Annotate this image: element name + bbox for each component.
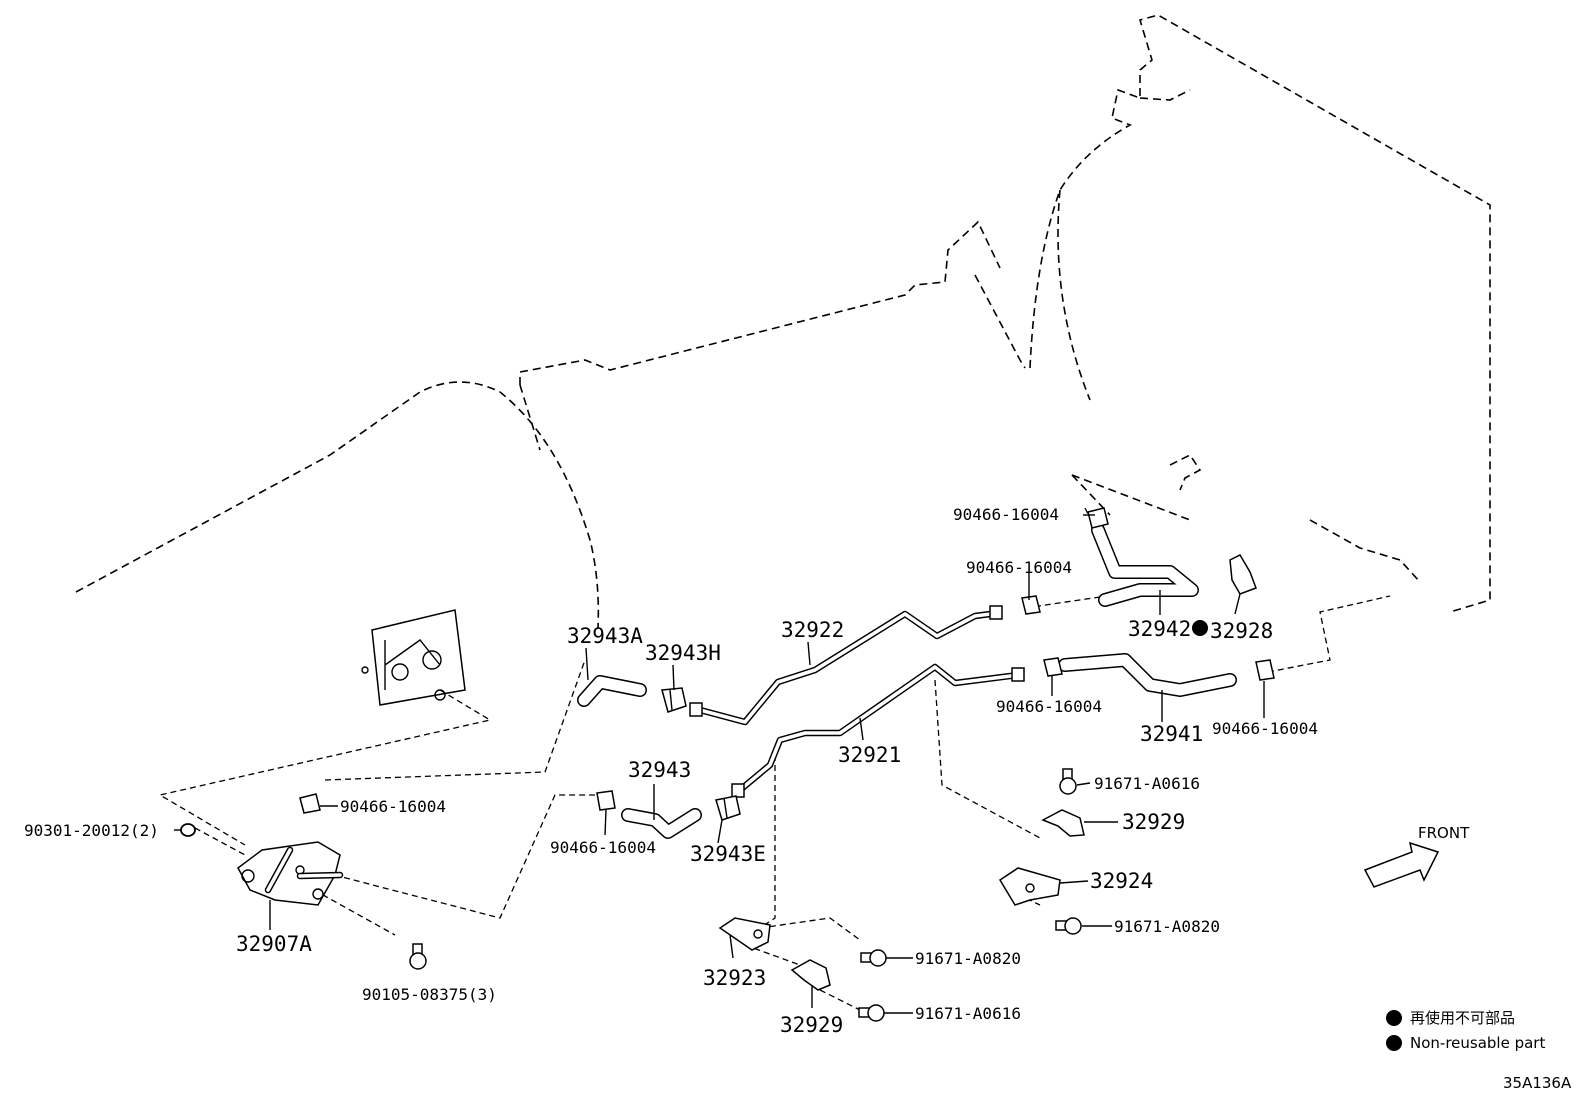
bracket-32923: [718, 917, 771, 951]
shield-plate: [361, 609, 466, 706]
leader-lines: [158, 507, 1391, 1011]
pipe-32922: [689, 605, 1003, 726]
label-bolt-a0820-lower: 91671-A0820: [915, 949, 1021, 968]
label-bolt-a0616-lower: 91671-A0616: [915, 1004, 1021, 1023]
label-32928: 32928: [1210, 619, 1273, 643]
bolts: [409, 768, 1082, 1022]
legend-dots: [1192, 620, 1402, 1051]
clip-32929-lower: [790, 959, 831, 991]
label-bolt-a0616-upper: 91671-A0616: [1094, 774, 1200, 793]
bracket-32924: [998, 867, 1061, 906]
diagram-code: 35A136A: [1503, 1074, 1572, 1092]
label-32929-lower: 32929: [780, 1013, 843, 1037]
callout-lines: [174, 514, 1265, 1014]
label-oring: 90301-20012(2): [24, 821, 159, 840]
label-32907A: 32907A: [236, 932, 312, 956]
label-32921: 32921: [838, 743, 901, 767]
label-32942: 32942: [1128, 617, 1191, 641]
filled-dot-icon: [1192, 620, 1208, 636]
label-clamp-e: 90466-16004: [550, 838, 656, 857]
label-clamp-d: 90466-16004: [1212, 719, 1318, 738]
filled-dot-icon: [1386, 1035, 1402, 1051]
front-label: FRONT: [1418, 824, 1470, 842]
pipe-32921: [731, 663, 1025, 798]
clip-32929-upper: [1041, 809, 1085, 837]
label-32943A: 32943A: [567, 624, 643, 648]
hose-32943: [621, 808, 702, 839]
legend-japanese: 再使用不可部品: [1410, 1009, 1515, 1027]
bracket-32907A: [237, 841, 344, 906]
label-clamp-b: 90466-16004: [966, 558, 1072, 577]
filled-dot-icon: [1386, 1010, 1402, 1026]
label-32924: 32924: [1090, 869, 1153, 893]
hose-32941: [1058, 653, 1237, 697]
legend-english: Non-reusable part: [1410, 1034, 1545, 1052]
clamp-parts: [180, 507, 1275, 837]
label-32941: 32941: [1140, 722, 1203, 746]
hose-32943A: [577, 675, 647, 707]
label-32929-upper: 32929: [1122, 810, 1185, 834]
label-32943: 32943: [628, 758, 691, 782]
label-32943H: 32943H: [645, 641, 721, 665]
transmission-outline: [75, 14, 1491, 629]
label-bolt-3: 90105-08375(3): [362, 985, 497, 1004]
label-32922: 32922: [781, 618, 844, 642]
hose-32942: [1091, 523, 1199, 607]
front-arrow-icon: [1363, 841, 1440, 888]
part-labels: 32943A 32943H 32922 32921 32942 32928 32…: [24, 505, 1572, 1092]
label-32923: 32923: [703, 966, 766, 990]
label-clamp-f: 90466-16004: [340, 797, 446, 816]
label-clamp-a: 90466-16004: [953, 505, 1059, 524]
label-32943E: 32943E: [690, 842, 766, 866]
label-clamp-c: 90466-16004: [996, 697, 1102, 716]
label-bolt-a0820-right: 91671-A0820: [1114, 917, 1220, 936]
